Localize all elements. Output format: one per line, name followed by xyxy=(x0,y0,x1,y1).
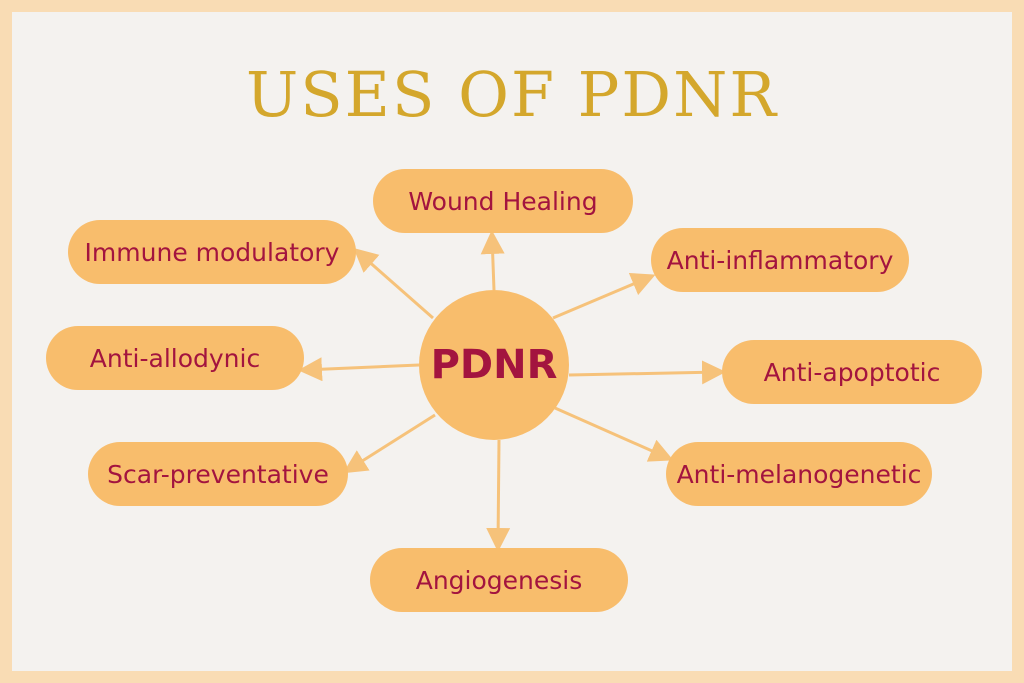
use-node-wound-healing: Wound Healing xyxy=(373,169,633,233)
use-node-anti-apoptotic: Anti-apoptotic xyxy=(722,340,982,404)
arrow xyxy=(568,360,726,385)
title: USES OF PDNR xyxy=(245,58,779,131)
arrow xyxy=(342,413,436,474)
use-node-anti-inflammatory: Anti-inflammatory xyxy=(651,228,909,292)
use-node-anti-melanogenetic: Anti-melanogenetic xyxy=(666,442,932,506)
arrow xyxy=(353,248,434,320)
arrow xyxy=(480,230,505,291)
arrow xyxy=(298,357,420,382)
arrow xyxy=(554,406,674,462)
arrow xyxy=(486,439,511,552)
use-node-anti-allodynic: Anti-allodynic xyxy=(46,326,304,390)
use-node-angiogenesis: Angiogenesis xyxy=(370,548,628,612)
center-node: PDNR xyxy=(419,290,569,440)
use-node-immune-modulatory: Immune modulatory xyxy=(68,220,356,284)
arrow xyxy=(552,272,656,320)
use-node-scar-preventative: Scar-preventative xyxy=(88,442,348,506)
